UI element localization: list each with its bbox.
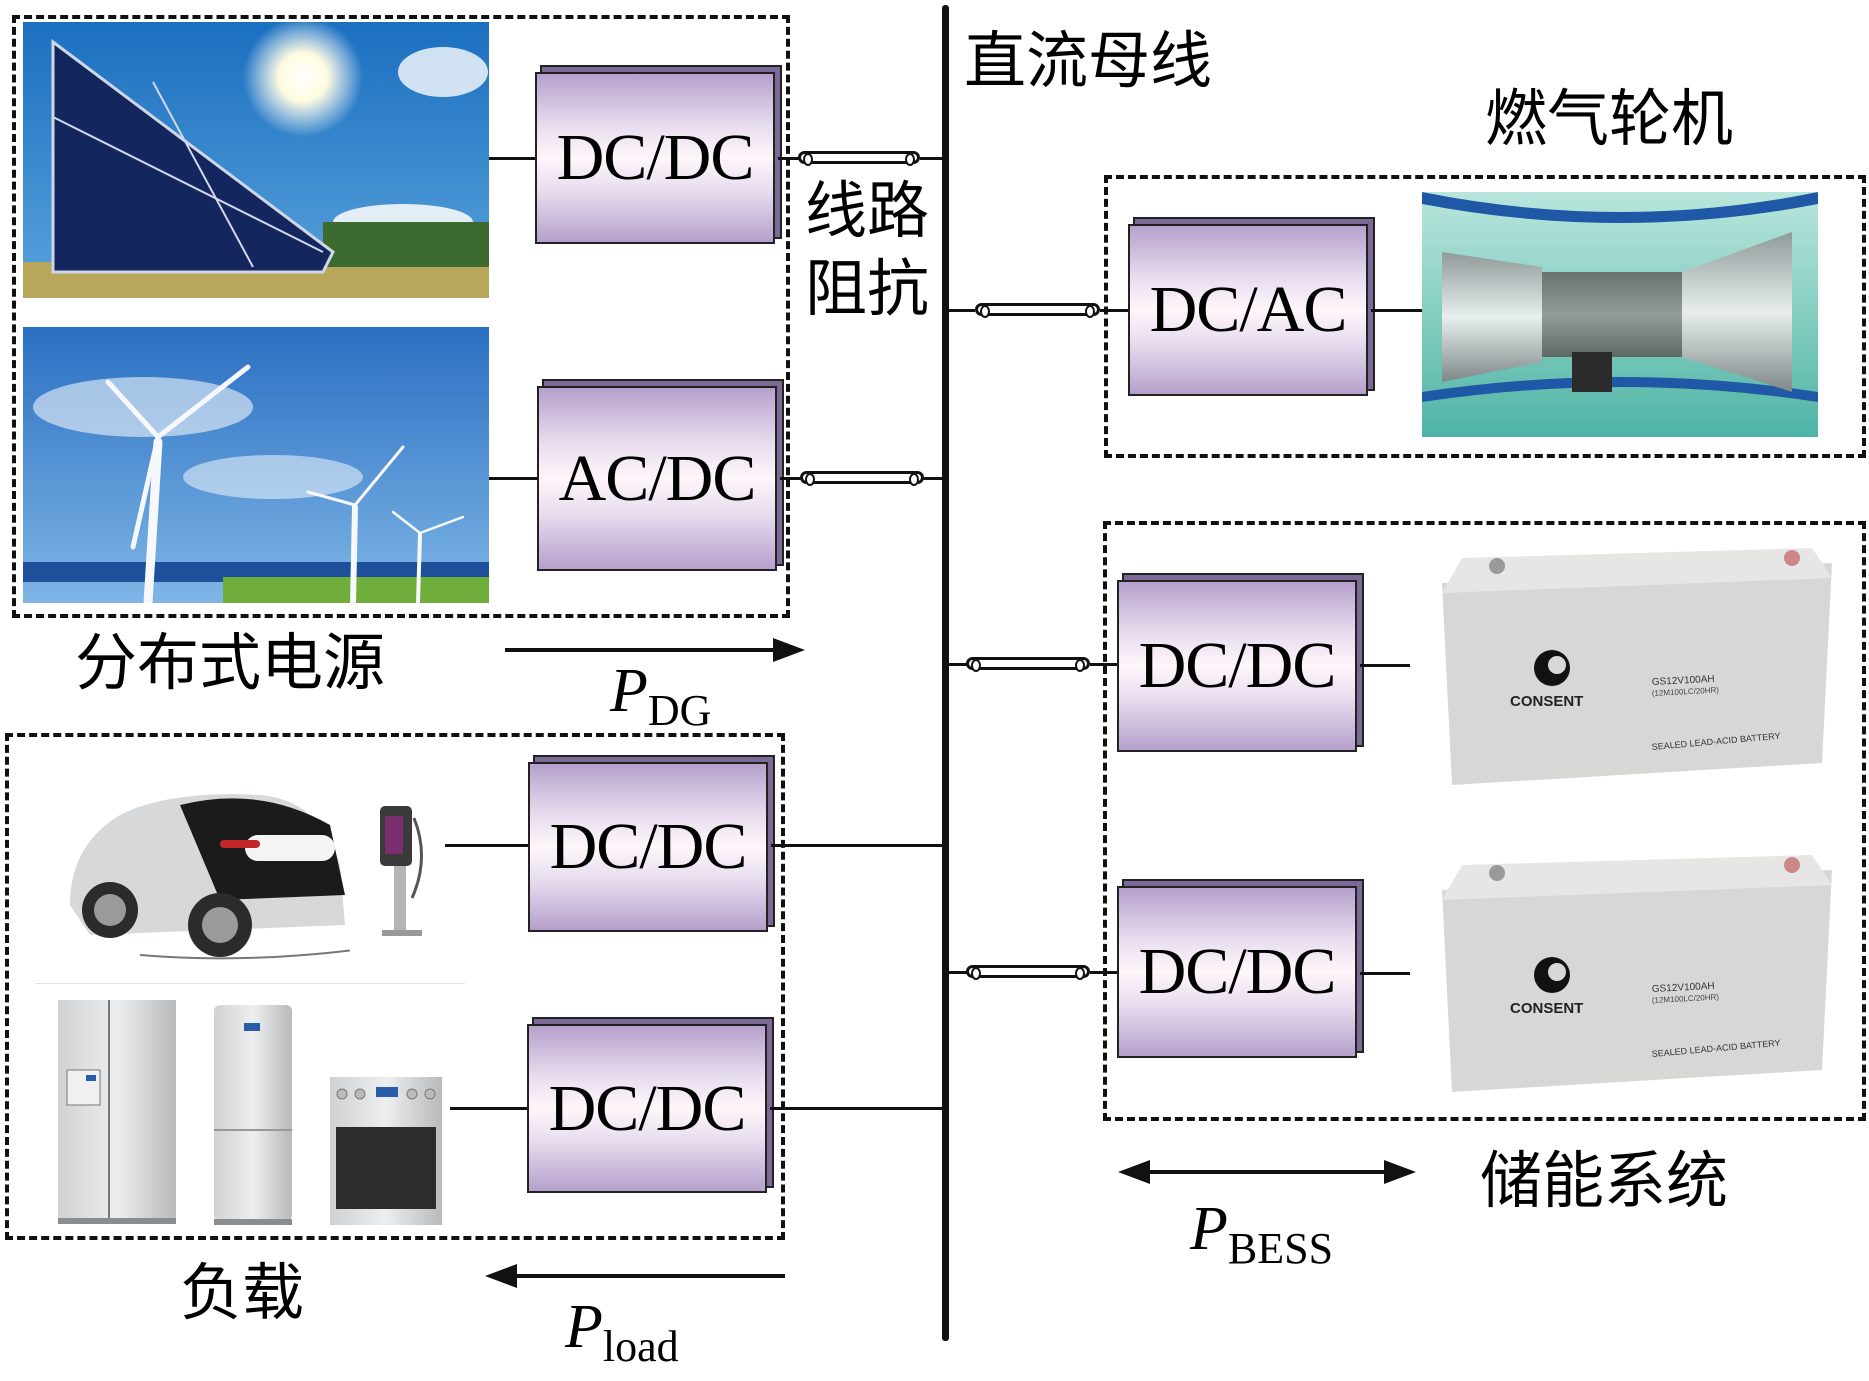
battery-model-sub-text: (12M100LC/20HR)	[1652, 992, 1720, 1005]
distributed-generation-group	[12, 15, 790, 618]
battery1-link-line	[1360, 664, 1410, 667]
load-label: 负载	[180, 1256, 305, 1329]
battery2-image: CONSENT GS12V100AH (12M100LC/20HR) SEALE…	[1422, 855, 1837, 1092]
dg-power-symbol: P	[610, 657, 648, 725]
dc-bus[interactable]	[942, 5, 949, 1341]
battery-brand-text: CONSENT	[1510, 693, 1583, 710]
battery1-dcdc-converter[interactable]: DC/DC	[1117, 580, 1357, 752]
bess-power-subscript: BESS	[1227, 1224, 1334, 1273]
ev-link-line	[445, 844, 528, 847]
battery-model-sub-text: (12M100LC/20HR)	[1652, 685, 1720, 698]
pv-line-impedance	[798, 151, 920, 166]
appliance-dcdc-converter[interactable]: DC/DC	[527, 1024, 767, 1193]
distributed-generation-label: 分布式电源	[75, 626, 386, 699]
line-impedance-label-2: 阻抗	[805, 252, 930, 325]
gas-turbine-image	[1422, 192, 1818, 437]
pv-bus-lead	[778, 157, 800, 160]
bess-power-label: PBESS	[1190, 1198, 1333, 1271]
battery1-converter-lead	[1090, 663, 1117, 666]
pv-link-line	[489, 157, 535, 160]
electric-vehicle-image	[60, 785, 350, 965]
wind-bus-lead	[780, 477, 802, 480]
load-power-flow-arrow	[485, 1264, 785, 1288]
battery2-converter-lead	[1090, 971, 1117, 974]
turbine-line-impedance	[975, 303, 1100, 318]
battery-brand-text: CONSENT	[1510, 1000, 1583, 1017]
dc-bus-label: 直流母线	[964, 24, 1213, 97]
gas-turbine-label: 燃气轮机	[1485, 82, 1734, 155]
wind-line-impedance	[800, 471, 924, 486]
battery2-link-line	[1360, 972, 1410, 975]
turbine-link-line	[1371, 309, 1423, 312]
wind-link-line	[489, 477, 537, 480]
dg-power-flow-arrow	[505, 638, 805, 662]
dg-power-label: PDG	[610, 660, 711, 733]
pv-dcdc-converter[interactable]: DC/DC	[535, 72, 775, 244]
oven-image	[330, 1077, 442, 1225]
appliance-bus-line	[770, 1107, 945, 1110]
battery1-bus-tap	[945, 663, 967, 666]
wind-bus-tap	[922, 477, 945, 480]
load-group	[5, 733, 785, 1240]
pv-bus-tap	[920, 157, 945, 160]
battery1-image: CONSENT GS12V100AH (12M100LC/20HR) SEALE…	[1422, 548, 1837, 785]
appliance-link-line	[450, 1107, 527, 1110]
battery-model-text: GS12V100AH	[1652, 674, 1715, 688]
battery2-line-impedance	[966, 965, 1090, 980]
line-impedance-label-1: 线路	[805, 174, 930, 247]
ev-charger-image	[372, 798, 432, 938]
battery-model-text: GS12V100AH	[1652, 981, 1715, 995]
turbine-dcac-converter[interactable]: DC/AC	[1128, 224, 1368, 396]
bess-power-flow-arrow	[1118, 1160, 1416, 1184]
battery2-bus-tap	[945, 971, 967, 974]
load-power-label: Pload	[565, 1296, 679, 1369]
turbine-bus-tap	[945, 309, 975, 312]
ev-dcdc-converter[interactable]: DC/DC	[528, 762, 768, 932]
energy-storage-group	[1103, 521, 1866, 1121]
load-power-symbol: P	[565, 1293, 603, 1361]
energy-storage-label: 储能系统	[1480, 1144, 1729, 1217]
solar-panel-image	[23, 22, 489, 298]
turbine-converter-lead	[1100, 309, 1128, 312]
wind-acdc-converter[interactable]: AC/DC	[537, 386, 777, 571]
dg-power-subscript: DG	[647, 686, 712, 735]
gas-turbine-group	[1104, 175, 1866, 458]
wind-turbine-image	[23, 327, 489, 603]
battery1-line-impedance	[966, 657, 1090, 672]
bess-power-symbol: P	[1190, 1195, 1228, 1263]
ev-bus-line	[771, 844, 945, 847]
load-image-separator	[35, 983, 465, 984]
battery2-dcdc-converter[interactable]: DC/DC	[1117, 886, 1357, 1058]
fridge-image	[214, 1005, 292, 1225]
load-power-subscript: load	[602, 1322, 679, 1371]
side-by-side-fridge-image	[58, 1000, 176, 1225]
